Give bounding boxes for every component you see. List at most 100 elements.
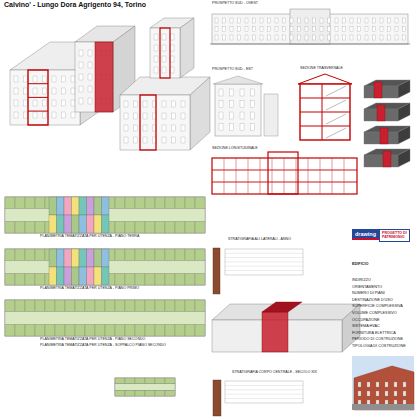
logo-text: drawing (355, 231, 377, 237)
window (376, 382, 379, 387)
room (125, 300, 135, 312)
window (79, 74, 83, 80)
window (88, 62, 92, 68)
info-field: OCCUPAZIONE (352, 318, 380, 322)
window (52, 88, 56, 94)
window (143, 113, 147, 119)
window (365, 27, 368, 32)
info-field: ORIENTAMENTO (352, 285, 382, 289)
utility-room (72, 197, 80, 215)
room (145, 197, 155, 209)
window (253, 18, 256, 23)
window (215, 27, 218, 32)
table-row (225, 389, 303, 390)
south-west-elevation (210, 9, 410, 44)
stair (326, 114, 346, 124)
utility-room (102, 215, 110, 233)
room (5, 273, 15, 285)
window (253, 35, 256, 40)
window (88, 86, 92, 92)
window (79, 86, 83, 92)
info-field: SISTEMA HVAC (352, 324, 380, 328)
window (298, 27, 301, 32)
room (155, 390, 165, 396)
plan-outline (5, 249, 205, 285)
room (115, 249, 125, 261)
window (290, 27, 293, 32)
drawing-caption: PLANIMETRIA TEMATIZZATA PER UTENZA - PIA… (40, 338, 145, 342)
window (52, 100, 56, 106)
window (373, 18, 376, 23)
window (230, 27, 233, 32)
utility-room (94, 249, 102, 267)
utility-room (94, 215, 102, 233)
utility-room (87, 249, 95, 267)
info-field: SUPERFICIE COMPLESSIVA (352, 304, 403, 308)
window (88, 98, 92, 104)
drawing-caption: STRATIGRAFIA ALI LATERALI - ANNO (228, 238, 291, 242)
room (25, 273, 35, 285)
render-thumbnails (364, 80, 410, 167)
info-field: TIPOLOGIA DI COSTRUZIONE (352, 344, 406, 348)
poster-title: Calvino' - Lungo Dora Agrigento 94, Tori… (4, 1, 146, 9)
room (35, 221, 45, 233)
window (290, 35, 293, 40)
room (155, 300, 165, 312)
window (43, 112, 47, 118)
south-east-elevation (213, 76, 278, 136)
window (350, 27, 353, 32)
utility-room (72, 215, 80, 233)
drawing-caption: PROSPETTO SUD - EST (212, 68, 253, 72)
utility-room (79, 267, 87, 285)
table-row (225, 385, 303, 386)
room (95, 300, 105, 312)
window (181, 125, 185, 131)
window (268, 18, 271, 23)
window (367, 382, 370, 387)
room (35, 273, 45, 285)
room (35, 249, 45, 261)
window (335, 18, 338, 23)
window (71, 112, 75, 118)
window (143, 137, 147, 143)
utility-room (102, 267, 110, 285)
window (154, 67, 158, 73)
window (219, 112, 223, 119)
render-highlight (380, 128, 388, 144)
window (290, 18, 293, 23)
second-floor-plan (5, 300, 205, 336)
window (172, 125, 176, 131)
render-block-side (398, 126, 410, 144)
utility-room (87, 215, 95, 233)
room (45, 300, 55, 312)
window (253, 27, 256, 32)
window (62, 112, 66, 118)
window (358, 391, 361, 396)
floor-slab (300, 125, 350, 126)
window (394, 382, 397, 387)
window (388, 27, 391, 32)
room (5, 249, 15, 261)
room (65, 324, 75, 336)
room (135, 324, 145, 336)
utility-room (87, 197, 95, 215)
partition (320, 158, 321, 194)
table-row (225, 398, 303, 399)
room (195, 197, 205, 209)
utility-room (57, 197, 65, 215)
window (230, 124, 234, 131)
room (25, 300, 35, 312)
room (195, 273, 205, 285)
table-row (225, 253, 303, 254)
window (245, 27, 248, 32)
room (135, 249, 145, 261)
room (25, 324, 35, 336)
window (275, 35, 278, 40)
window (33, 112, 37, 118)
central-facade (290, 9, 330, 44)
red-central-section (95, 42, 113, 112)
room (5, 324, 15, 336)
room (35, 324, 45, 336)
window (162, 125, 166, 131)
window (260, 27, 263, 32)
